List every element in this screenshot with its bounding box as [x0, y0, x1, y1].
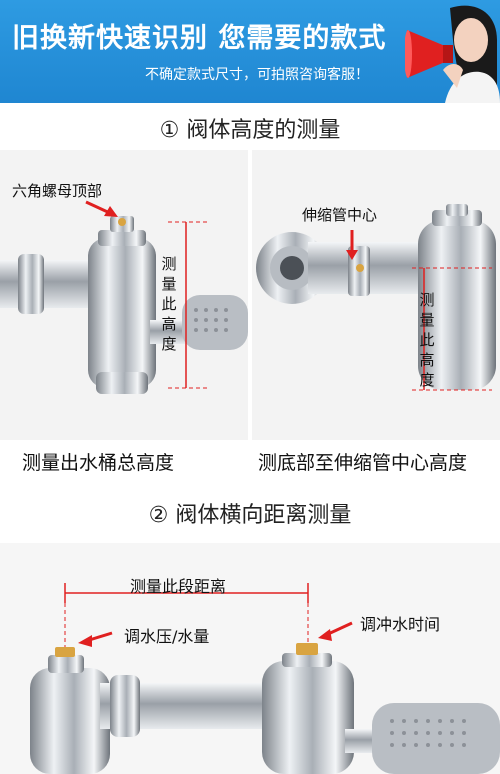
section1-heading: ① 阀体高度的测量	[159, 118, 341, 143]
telescopic-valve-illustration	[256, 204, 496, 391]
adjust-pressure-label: 调水压/水量	[124, 627, 210, 646]
megaphone-person-illustration	[405, 5, 500, 103]
top-banner: 旧换新快速识别 您需要的款式 不确定款式尺寸，可拍照咨询客服！	[0, 0, 500, 103]
measure-distance-label: 测量此段距离	[130, 577, 227, 596]
horizontal-valve-illustration	[30, 583, 500, 774]
measure-height-label-right: 测量此高度	[419, 291, 435, 389]
telescopic-center-label: 伸缩管中心	[302, 206, 378, 224]
banner-title: 旧换新快速识别 您需要的款式	[12, 23, 387, 54]
caption-bottom-to-center: 测底部至伸缩管中心高度	[258, 452, 468, 474]
caption-total-height: 测量出水桶总高度	[22, 452, 175, 474]
valve-horizontal-photo: 测量此段距离 调水压/水量 调冲水时间	[0, 543, 500, 774]
measure-height-label-left: 测量此高度	[161, 255, 177, 353]
flush-valve-illustration	[0, 200, 248, 394]
banner-subtitle: 不确定款式尺寸，可拍照咨询客服！	[145, 67, 369, 83]
valve-height-photo-left: 六角螺母顶部 测量此高度	[0, 150, 248, 440]
hex-nut-top-label: 六角螺母顶部	[12, 182, 103, 200]
valve-height-photo-right: 伸缩管中心 测量此高度	[252, 150, 500, 440]
section2-heading: ② 阀体横向距离测量	[148, 503, 352, 528]
adjust-flush-time-label: 调冲水时间	[360, 615, 441, 634]
